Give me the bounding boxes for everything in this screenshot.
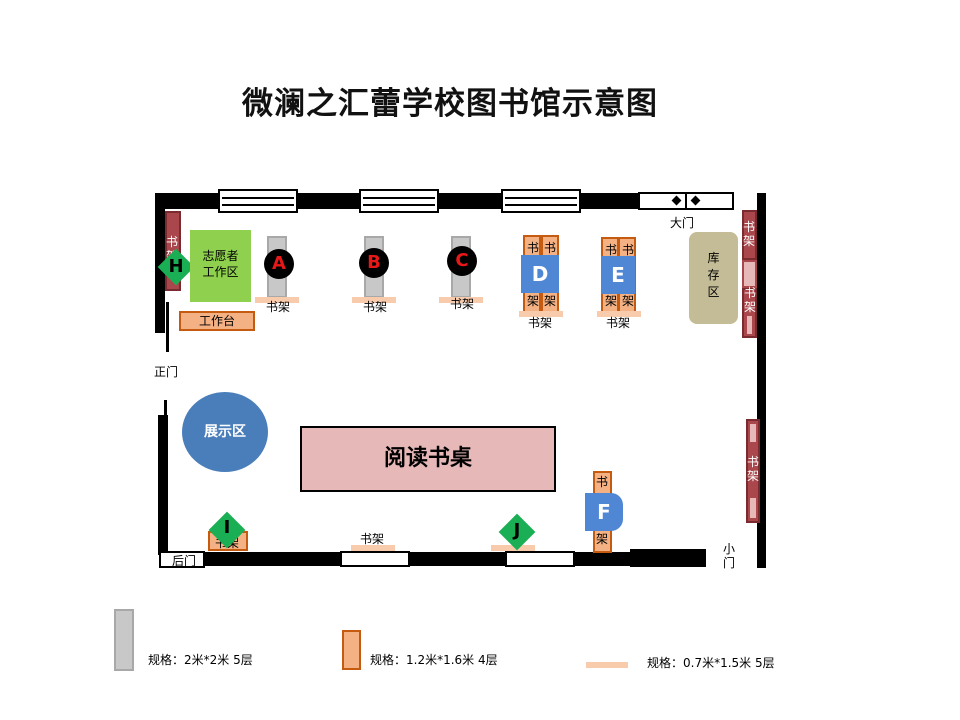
shelf-d-bottom-label: 架 [543,294,556,308]
storage-area: 库 存 区 [689,232,738,324]
door-knob-icon [671,195,682,206]
legend-grey-spec: 规格：2米*2米 5层 [148,653,253,667]
exhibition-area: 展示区 [182,392,268,472]
right-upper-shelf-top [742,210,757,260]
right-upper-shelf-label: 书架 [742,220,755,248]
right-lower-shelf-slot [748,422,758,444]
door-knob-icon [690,195,701,206]
door-leaf [685,192,687,210]
shelf-d-top-label: 书 [526,241,539,255]
shelf-e-top-label: 书 [604,243,617,257]
shelf-c-base [439,297,483,303]
storage-line2: 存 [707,268,720,282]
left-wall-lower [158,415,168,555]
reading-desk-label: 阅读书桌 [383,446,472,471]
shelf-d-label: 书架 [528,316,553,330]
right-lower-shelf-slot [748,496,758,520]
shelf-d-top-label: 书 [543,241,556,255]
shelf-e-bottom-label: 架 [604,294,617,308]
shelf-b-base [352,297,396,303]
shelf-c-label: 书架 [450,297,475,311]
shelf-d-base [519,311,563,317]
shelf-a-base [255,297,299,303]
bottom-wall [160,552,706,566]
shelf-d-bottom-label: 架 [526,294,539,308]
marker-f[interactable]: F [585,493,623,531]
reading-desk: 阅读书桌 [300,426,556,492]
storage-line1: 库 [707,251,720,265]
left-wall-door-jamb [164,400,167,430]
volunteer-area: 志愿者 工作区 [190,230,251,302]
marker-d[interactable]: D [521,255,559,293]
marker-a[interactable]: A [264,249,294,279]
top-window-2 [359,189,439,213]
marker-c[interactable]: C [447,246,477,276]
shelf-e-top-label: 书 [621,243,634,257]
big-door-label: 大门 [670,216,695,230]
bottom-window-1 [340,551,410,567]
exhibition-label: 展示区 [204,424,246,440]
bottom-window-2 [505,551,575,567]
right-lower-shelf-label: 书架 [746,455,759,483]
legend-peach-spec: 规格：0.7米*1.5米 5层 [647,656,775,670]
legend-peach-shelf-icon [586,662,628,668]
big-door[interactable] [638,192,734,210]
back-door-label: 后门 [172,554,197,568]
top-window-1 [218,189,298,213]
marker-i-label: I [223,517,231,538]
shelf-e-label: 书架 [606,316,631,330]
right-wall [757,193,766,568]
right-upper-shelf-label: 书架 [743,286,756,314]
marker-e[interactable]: E [601,256,635,294]
shelf-b-label: 书架 [363,300,388,314]
storage-line3: 区 [707,285,720,299]
shelf-e-bottom-label: 架 [621,294,634,308]
marker-j-label: J [513,520,521,541]
right-upper-shelf-mid [742,260,757,288]
shelf-f-bottom-label: 架 [595,532,608,546]
workbench: 工作台 [179,311,255,331]
legend-orange-shelf-icon [342,630,361,670]
shelf-a-label: 书架 [266,300,291,314]
bottom-wall-right [630,549,706,567]
legend-grey-shelf-icon [114,609,134,671]
bottom-shelf [351,545,395,551]
bottom-shelf-label: 书架 [360,532,385,546]
volunteer-area-line2: 工作区 [202,265,239,279]
shelf-f-top-label: 书 [595,475,608,489]
volunteer-area-line1: 志愿者 [202,249,239,263]
legend-orange-spec: 规格：1.2米*1.6米 4层 [370,653,498,667]
page-title: 微澜之汇蕾学校图书馆示意图 [242,86,658,122]
workbench-label: 工作台 [198,314,235,328]
small-door-label: 小门 [722,542,735,570]
left-wall-door-jamb [166,302,169,352]
main-door-label: 正门 [154,365,179,379]
shelf-e-base [597,311,641,317]
top-window-3 [501,189,581,213]
marker-h-label: H [168,256,184,277]
back-door[interactable] [159,551,205,568]
shelf-j-base [491,545,535,551]
marker-b[interactable]: B [359,248,389,278]
right-upper-shelf-slot [745,314,754,336]
